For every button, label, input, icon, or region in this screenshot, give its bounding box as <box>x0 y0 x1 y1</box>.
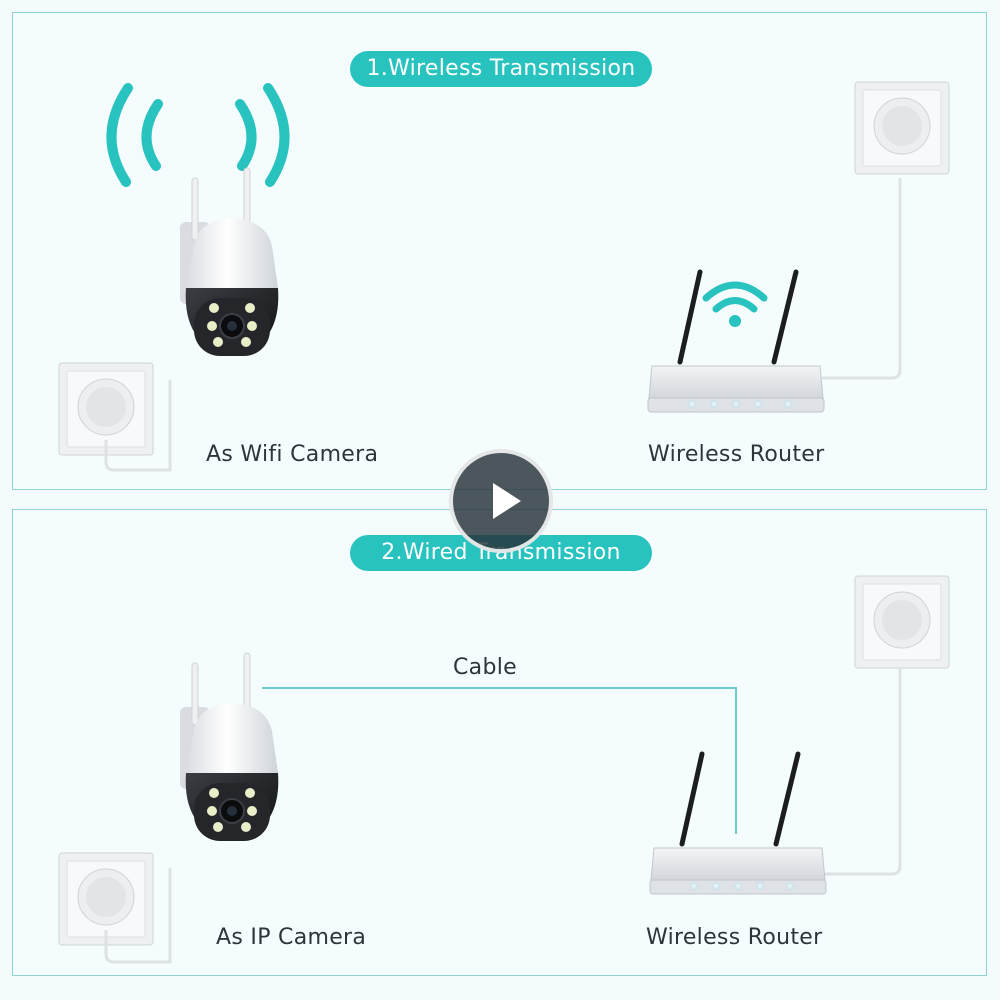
router-caption-bottom: Wireless Router <box>646 925 823 950</box>
wired-transmission-panel <box>12 509 987 976</box>
router-caption-top: Wireless Router <box>648 442 825 467</box>
wall-socket-right-top <box>854 81 950 175</box>
power-cord-top <box>104 380 172 472</box>
network-cable <box>262 687 737 834</box>
wifi-camera <box>179 167 280 357</box>
power-cord-bottom <box>104 868 172 964</box>
cable-label: Cable <box>453 655 517 680</box>
router-cord-bottom <box>822 668 902 876</box>
section-title-wired: 2.Wired Transmission <box>350 535 652 571</box>
ip-camera <box>179 652 280 842</box>
ip-camera-caption: As IP Camera <box>216 925 367 950</box>
wireless-router-top <box>648 272 824 412</box>
play-button[interactable] <box>449 449 553 553</box>
wireless-router-bottom <box>650 754 826 894</box>
section-title-wireless: 1.Wireless Transmission <box>350 51 652 87</box>
router-cord-top <box>822 178 902 380</box>
wall-socket-right-bottom <box>854 575 950 669</box>
wifi-waves-left-icon <box>106 83 290 187</box>
play-icon <box>493 483 521 519</box>
wifi-camera-caption: As Wifi Camera <box>206 442 379 467</box>
wifi-signal-icon <box>702 281 768 313</box>
wifi-signal-dot <box>729 315 741 327</box>
wireless-transmission-panel <box>12 12 987 490</box>
